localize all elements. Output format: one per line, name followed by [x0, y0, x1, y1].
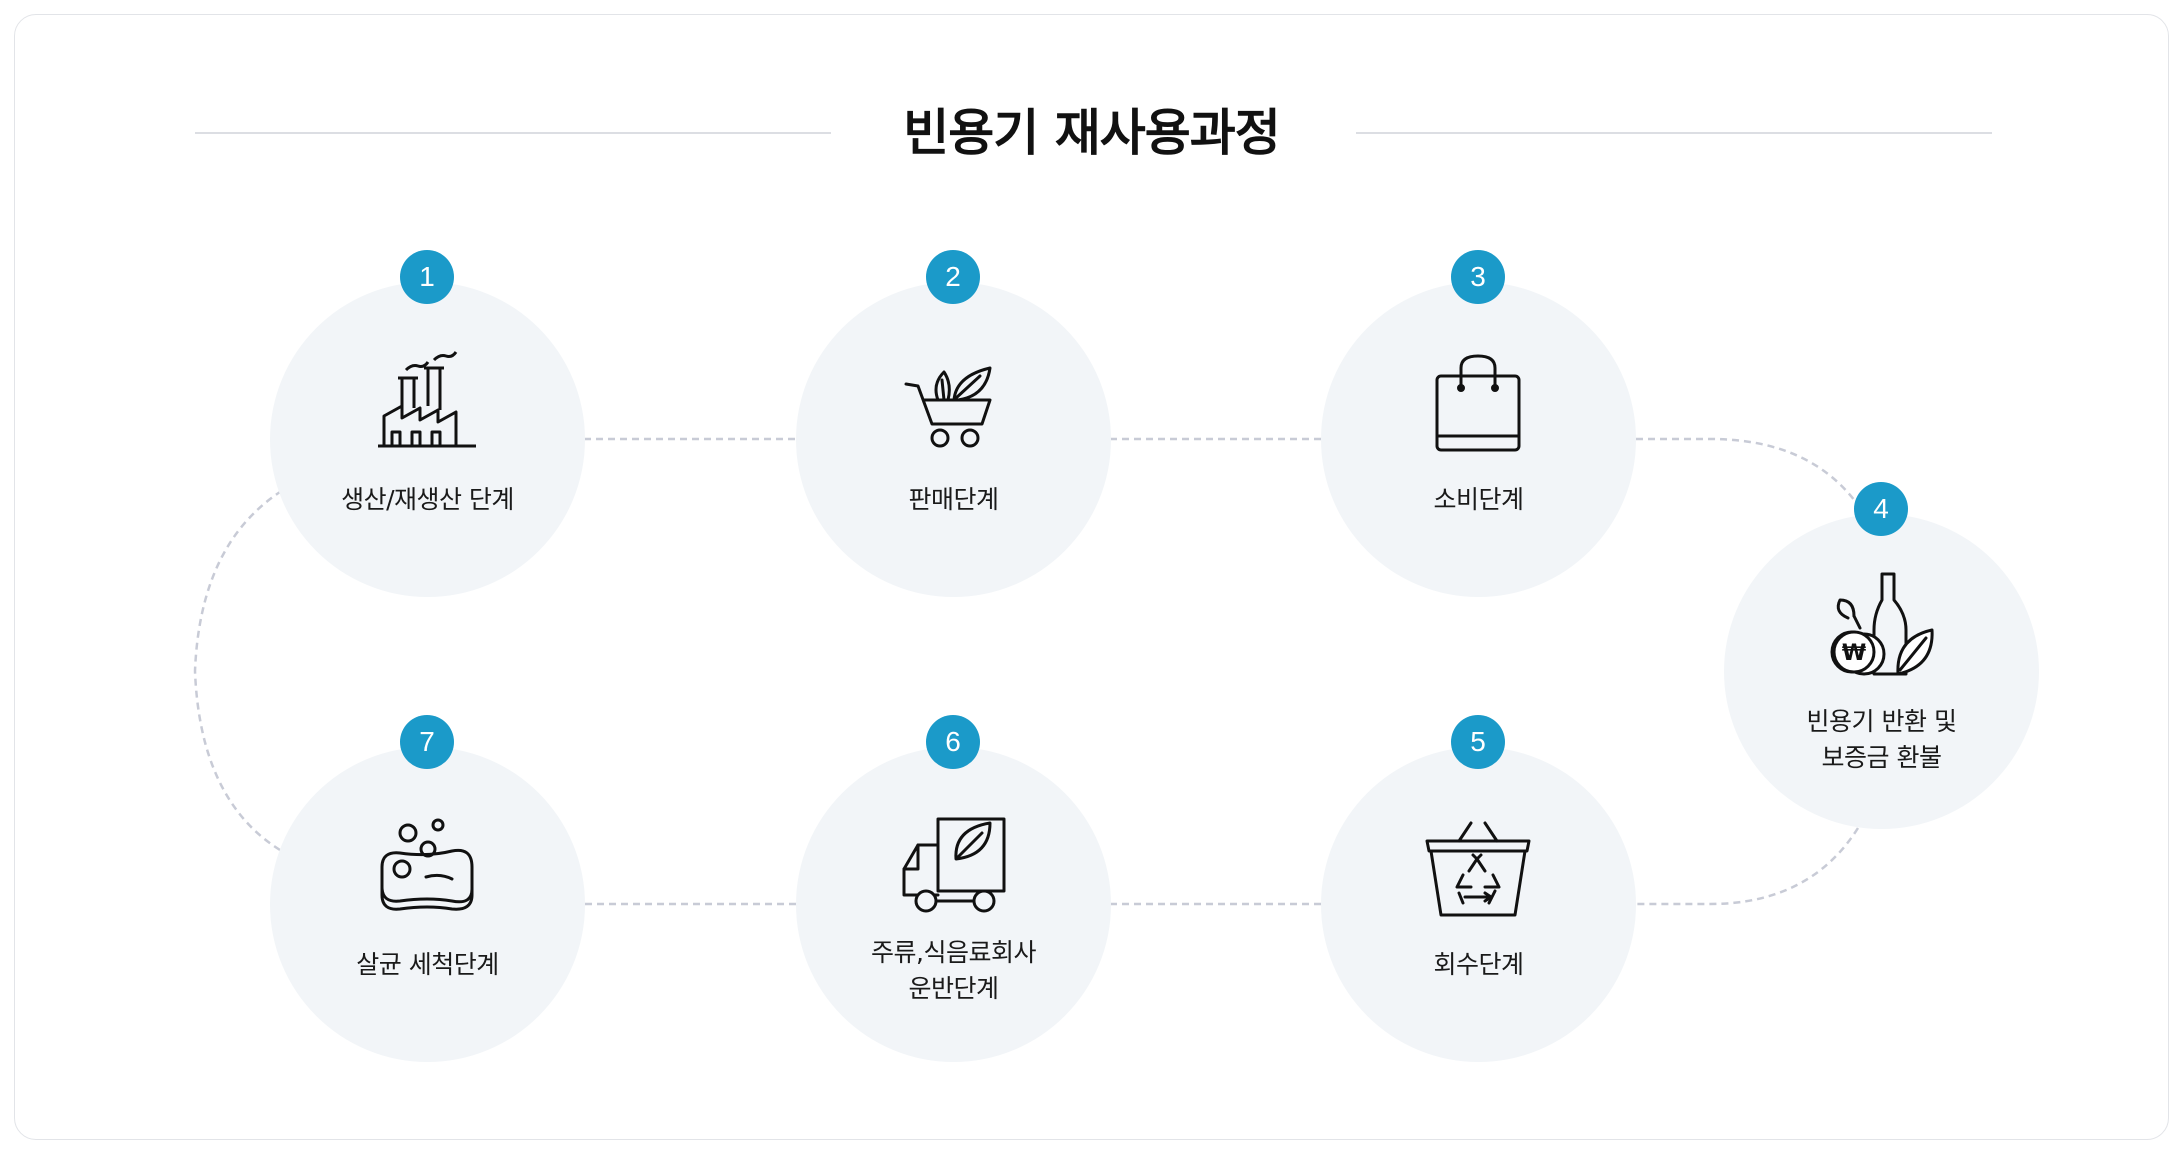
step-number-badge: 6 [926, 715, 980, 769]
soap-bubbles-icon [372, 811, 482, 921]
step-number-badge: 2 [926, 250, 980, 304]
page-title: 빈용기 재사용과정 [903, 104, 1280, 162]
step-1-production: 1 생산/재생산 단계 [270, 250, 585, 597]
step-label: 살균 세척단계 [356, 950, 499, 979]
shopping-bag-icon [1423, 346, 1533, 456]
recycle-basket-icon [1423, 811, 1533, 921]
title-divider-right [1356, 132, 1992, 134]
step-label: 주류,식음료회사 운반단계 [871, 938, 1036, 1003]
connector-3-4 [1636, 437, 1860, 506]
step-number-badge: 7 [400, 715, 454, 769]
step-number-badge: 4 [1854, 482, 1908, 536]
connector-4-5 [1636, 827, 1860, 906]
step-label: 소비단계 [1433, 485, 1524, 514]
title-section: 빈용기 재사용과정 [0, 98, 2183, 168]
step-3-consumption: 3 소비단계 [1321, 250, 1636, 597]
step-4-return-refund: 4 ₩ 빈용기 반환 및 보증금 환불 [1724, 482, 2039, 829]
connector-7-1 [193, 490, 281, 852]
step-5-collection: 5 회수단계 [1321, 715, 1636, 1062]
step-number-badge: 1 [400, 250, 454, 304]
bottle-coin-refund-icon: ₩ [1826, 570, 1936, 680]
factory-icon [372, 346, 482, 456]
svg-text:₩: ₩ [1842, 641, 1866, 666]
step-7-sterilization: 7 살균 세척단계 [270, 715, 585, 1062]
delivery-truck-icon [898, 811, 1008, 921]
step-6-transport: 6 주류,식음료회사 운반단계 [796, 715, 1111, 1062]
step-number-badge: 5 [1451, 715, 1505, 769]
step-2-sales: 2 판매단계 [796, 250, 1111, 597]
step-label: 생산/재생산 단계 [341, 485, 514, 514]
step-number-badge: 3 [1451, 250, 1505, 304]
title-divider-left [195, 132, 831, 134]
step-label: 판매단계 [908, 485, 999, 514]
step-label: 회수단계 [1433, 950, 1524, 979]
shopping-cart-leaf-icon [898, 346, 1008, 456]
step-label: 빈용기 반환 및 보증금 환불 [1806, 707, 1957, 772]
